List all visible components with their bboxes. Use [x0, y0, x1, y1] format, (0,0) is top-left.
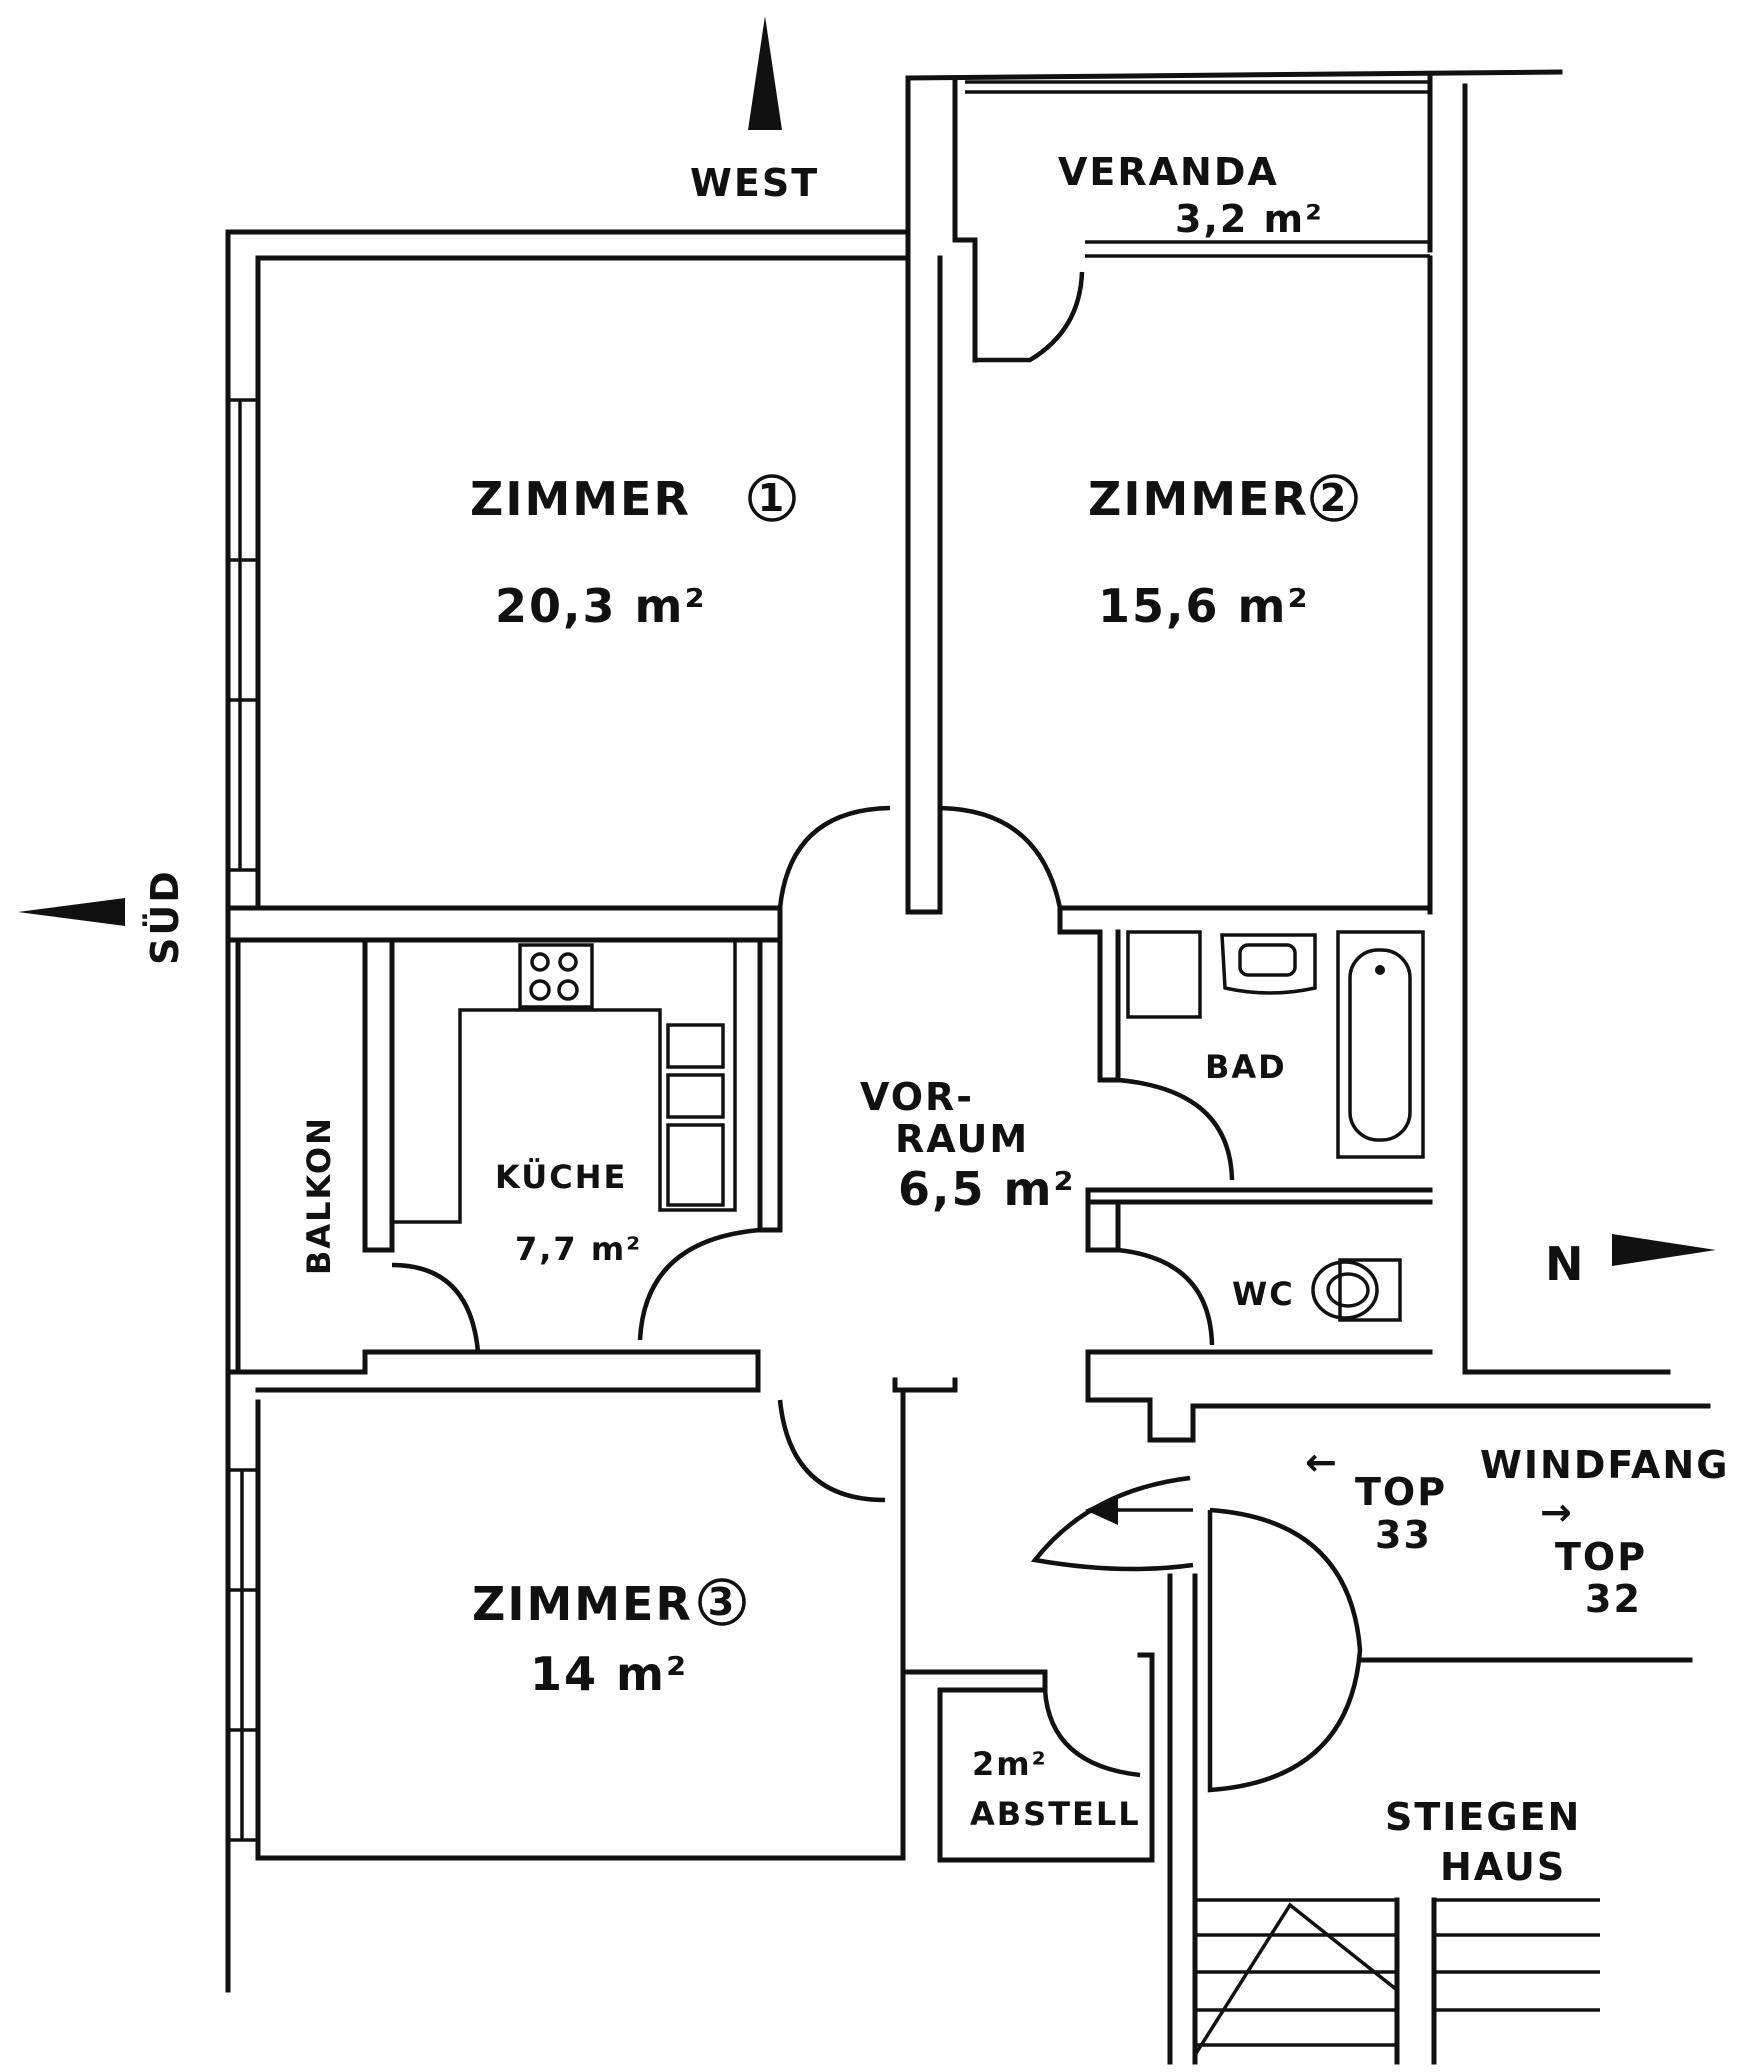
zimmer3-name: ZIMMER: [472, 1577, 693, 1631]
vorraum-name-line2: RAUM: [895, 1117, 1029, 1161]
windfang-name: WINDFANG: [1480, 1443, 1729, 1487]
west-arrow-icon: [748, 16, 782, 130]
veranda-name: VERANDA: [1058, 150, 1279, 194]
zimmer1-number: 1: [758, 476, 786, 520]
top33-line2: 33: [1375, 1513, 1432, 1557]
sued-arrow-icon: [18, 898, 125, 926]
nord-arrow-icon: [1612, 1234, 1716, 1266]
outer-walls: [225, 69, 1711, 1993]
compass-nord-label: N: [1545, 1237, 1586, 1291]
zimmer1-area: 20,3 m²: [495, 579, 707, 633]
stiegenhaus-line1: STIEGEN: [1385, 1795, 1581, 1839]
veranda-area: 3,2 m²: [1175, 197, 1324, 241]
top32-line1: TOP: [1555, 1535, 1647, 1579]
zimmer2-name: ZIMMER: [1088, 472, 1309, 526]
top33-arrow: ←: [1305, 1440, 1339, 1484]
zimmer2-area: 15,6 m²: [1098, 579, 1310, 633]
compass-sued-label: SÜD: [143, 869, 187, 965]
zimmer3-area: 14 m²: [530, 1647, 688, 1701]
balkon-name: BALKON: [300, 1116, 338, 1275]
top32-line2: 32: [1585, 1577, 1642, 1621]
zimmer3-number: 3: [708, 1580, 736, 1624]
bad-name: BAD: [1205, 1048, 1287, 1086]
kitchen-counter: [390, 940, 737, 1224]
vorraum-area: 6,5 m²: [898, 1162, 1076, 1216]
zimmer1-number-circle: [748, 474, 796, 522]
abstell-name: ABSTELL: [970, 1795, 1141, 1833]
zimmer3-number-circle: [698, 1578, 746, 1626]
zimmer1-name: ZIMMER: [470, 472, 691, 526]
top32-arrow: →: [1540, 1490, 1574, 1534]
kueche-area: 7,7 m²: [515, 1230, 642, 1268]
stiegenhaus-line2: HAUS: [1440, 1845, 1566, 1889]
interior-walls: [225, 237, 1600, 2065]
vorraum-name-line1: VOR-: [860, 1075, 974, 1119]
top33-line1: TOP: [1355, 1470, 1447, 1514]
kueche-name: KÜCHE: [495, 1158, 627, 1196]
zimmer2-number: 2: [1320, 476, 1348, 520]
abstell-area: 2m²: [972, 1745, 1048, 1783]
compass-west-label: WEST: [690, 161, 819, 205]
wc-name: WC: [1232, 1275, 1295, 1313]
bathroom-fixtures: [1126, 930, 1425, 1322]
zimmer2-number-circle: [1310, 474, 1358, 522]
doors: [391, 271, 1363, 1793]
